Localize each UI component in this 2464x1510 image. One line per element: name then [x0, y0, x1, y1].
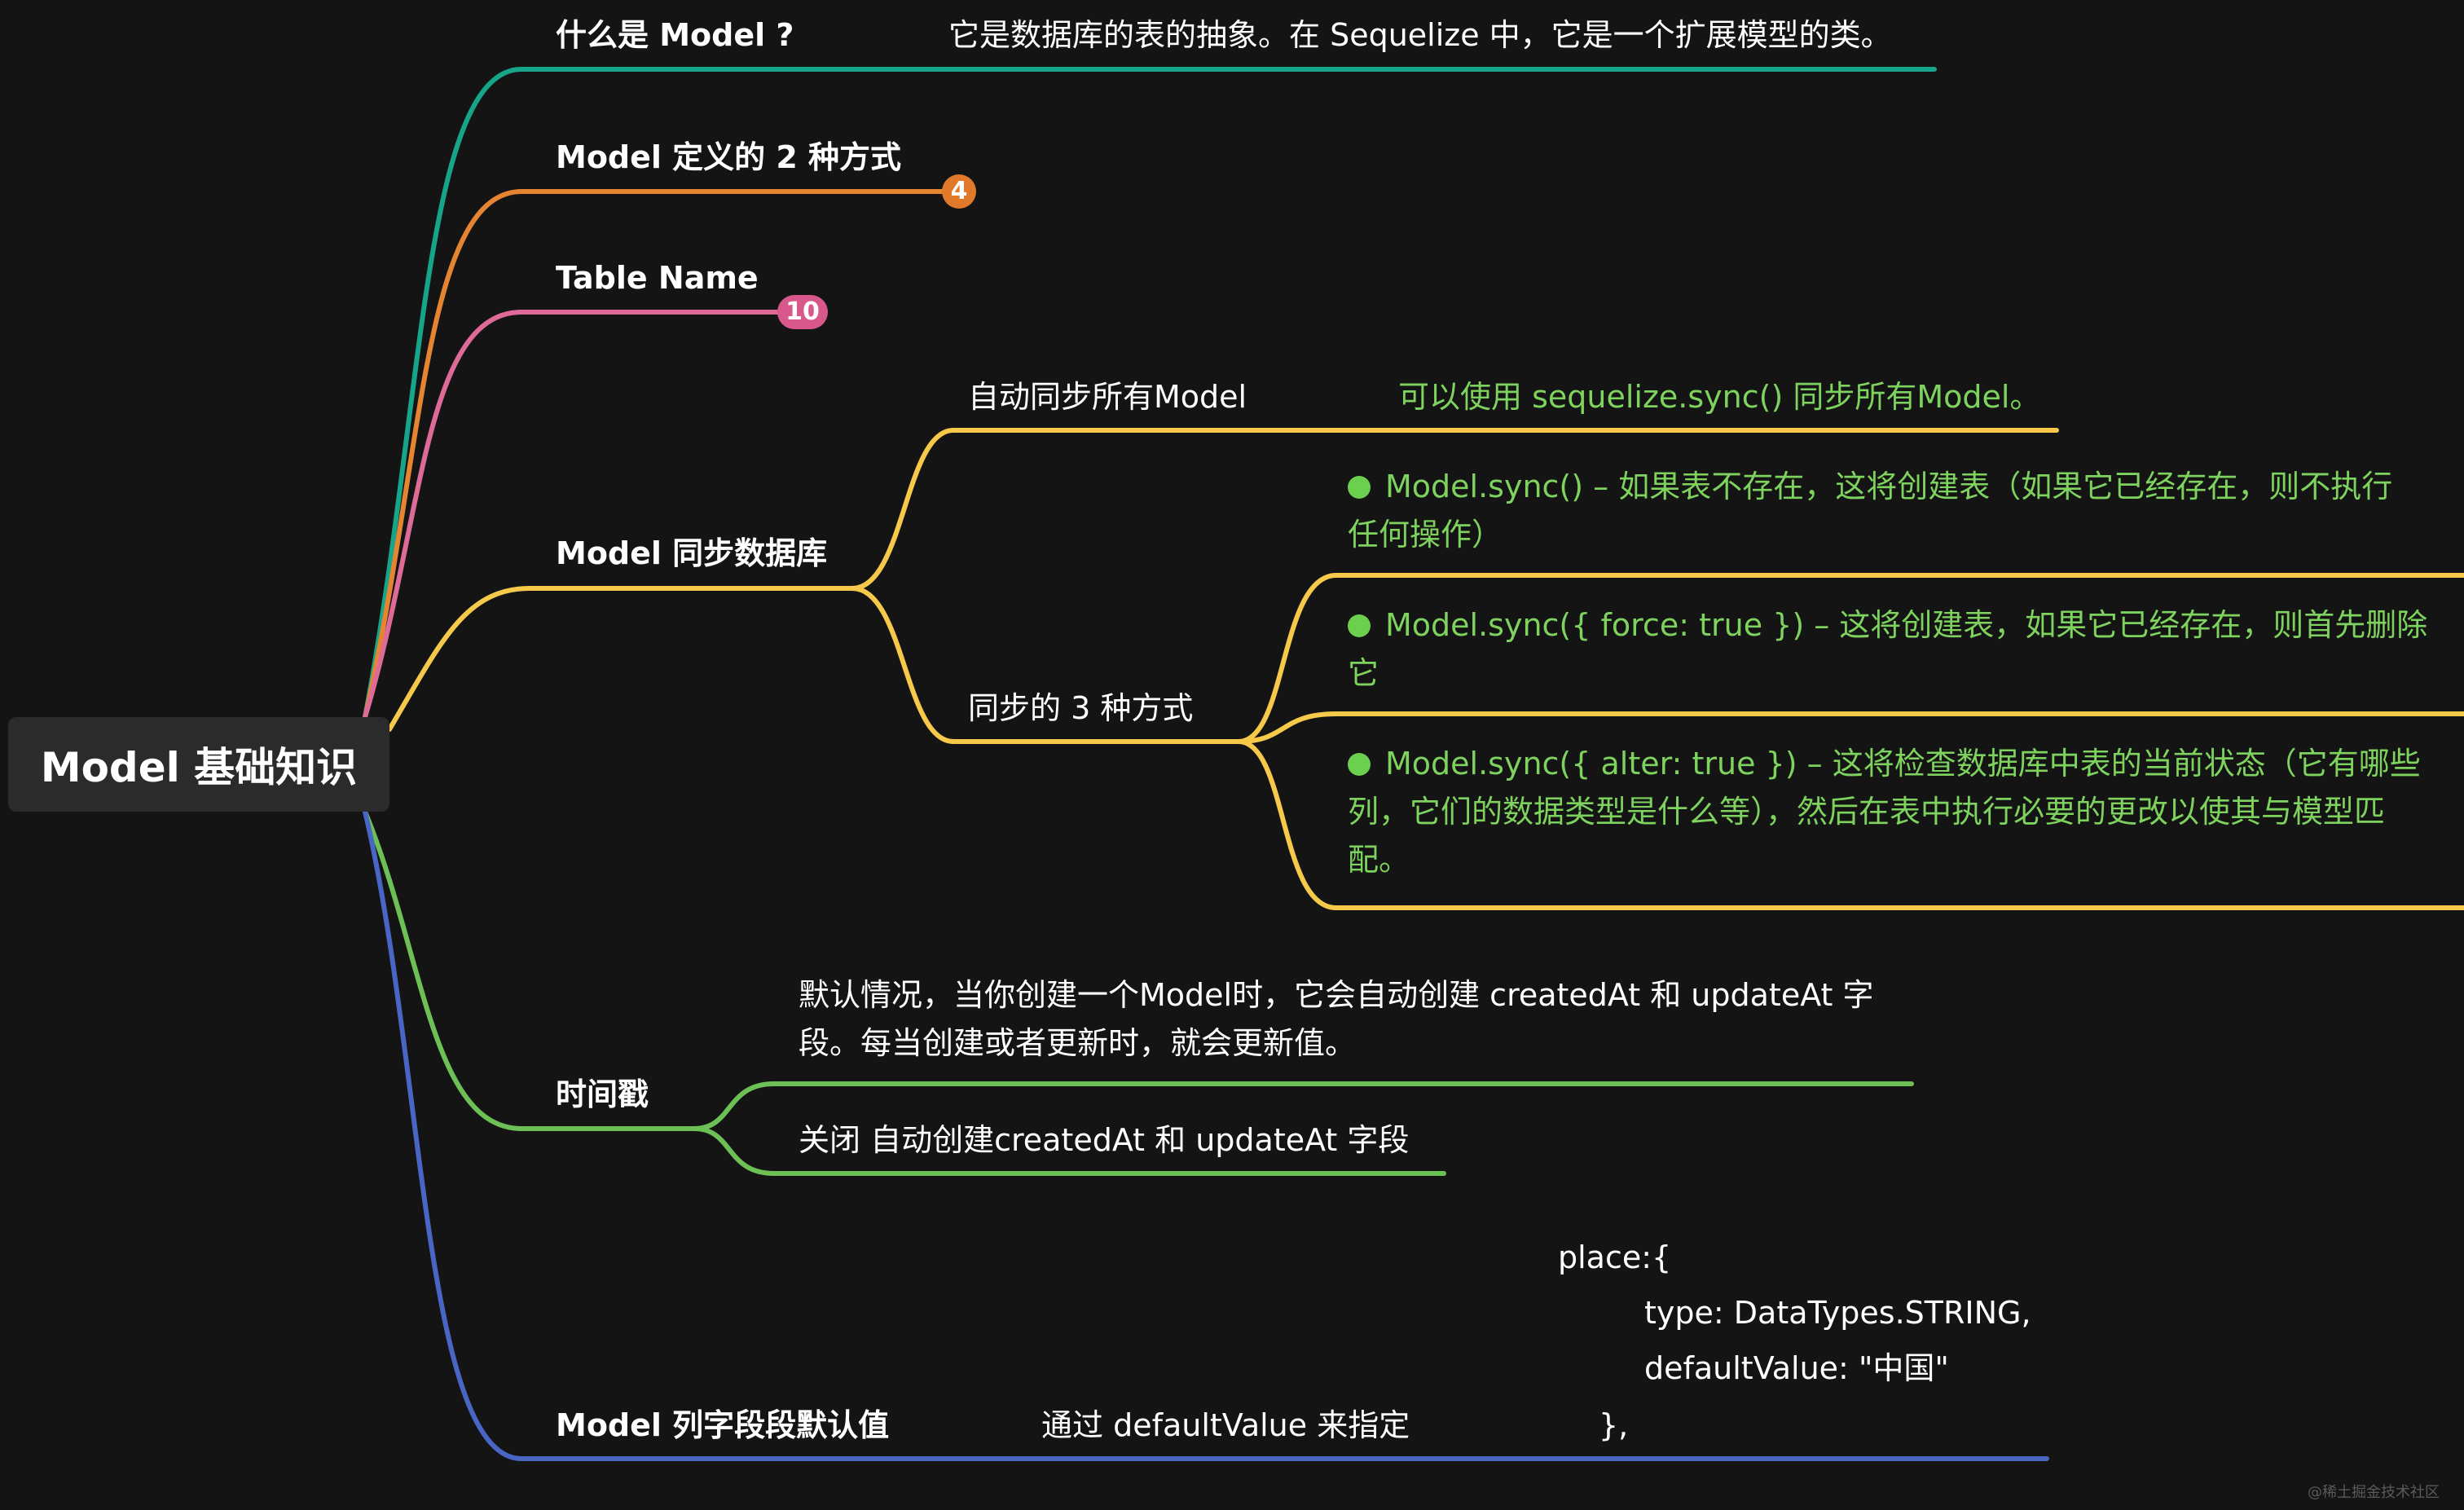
link-sync-item-3 [1236, 739, 2464, 910]
link-what-is [363, 67, 1937, 720]
link-define [363, 189, 962, 720]
node-sync-three-ways[interactable]: 同步的 3 种方式 [968, 690, 1194, 726]
node-sync-auto-desc[interactable]: 可以使用 sequelize.sync() 同步所有Model。 [1398, 379, 2041, 415]
collapsed-count-badge[interactable]: 4 [942, 174, 976, 209]
node-sync-auto[interactable]: 自动同步所有Model [968, 379, 1247, 415]
sync-item-2-line2: 它 [1348, 654, 1379, 691]
bullet-icon [1348, 476, 1371, 499]
sync-item-3[interactable]: Model.sync({ alter: true }) – 这将检查数据库中表的… [1348, 740, 2421, 884]
link-ts-disable [692, 1126, 1446, 1176]
sync-item-1-line2: 任何操作） [1348, 516, 1503, 552]
link-sync-item-2 [1236, 711, 2464, 744]
link-sync-three [850, 586, 1241, 744]
code-line-3: defaultValue: "中国" [1644, 1350, 1949, 1386]
node-what-is-model[interactable]: 什么是 Model ? [556, 17, 794, 53]
ts-default-line2: 段。每当创建或者更新时，就会更新值。 [799, 1024, 1357, 1061]
root-label: Model 基础知识 [40, 744, 358, 791]
sync-item-3-line1: Model.sync({ alter: true }) – 这将检查数据库中表的… [1385, 746, 2421, 781]
node-default-value[interactable]: Model 列字段段默认值 [556, 1407, 890, 1443]
link-timestamps [363, 809, 697, 1131]
sync-item-3-line2: 列，它们的数据类型是什么等），然后在表中执行必要的更改以使其与模型匹 [1348, 793, 2386, 830]
bullet-icon [1348, 614, 1371, 637]
code-line-1: place:{ [1558, 1239, 1672, 1275]
sync-item-2-line1: Model.sync({ force: true }) – 这将创建表，如果它已… [1385, 607, 2428, 643]
node-sync-database[interactable]: Model 同步数据库 [556, 535, 828, 571]
link-sync [387, 586, 855, 732]
sync-item-1-line1: Model.sync() – 如果表不存在，这将创建表（如果它已经存在，则不执行 [1385, 469, 2393, 504]
code-line-2: type: DataTypes.STRING, [1644, 1295, 2031, 1331]
link-default-value [363, 809, 2049, 1461]
watermark: @稀土掘金技术社区 [2308, 1484, 2440, 1501]
link-sync-item-1 [1236, 573, 2464, 744]
node-ts-disable[interactable]: 关闭 自动创建createdAt 和 updateAt 字段 [799, 1122, 1410, 1158]
node-ts-default[interactable]: 默认情况，当你创建一个Model时，它会自动创建 createdAt 和 upd… [799, 971, 1874, 1068]
sync-item-2[interactable]: Model.sync({ force: true }) – 这将创建表，如果它已… [1348, 601, 2427, 698]
code-line-4: }, [1599, 1407, 1629, 1443]
ts-default-line1: 默认情况，当你创建一个Model时，它会自动创建 createdAt 和 upd… [799, 977, 1874, 1013]
bullet-icon [1348, 753, 1371, 776]
collapsed-count-badge[interactable]: 10 [777, 295, 828, 329]
link-sync-auto [850, 428, 2059, 591]
node-timestamps[interactable]: 时间戳 [556, 1076, 649, 1112]
link-table-name [363, 310, 785, 720]
link-ts-default [692, 1081, 1914, 1131]
sync-item-1[interactable]: Model.sync() – 如果表不存在，这将创建表（如果它已经存在，则不执行… [1348, 463, 2392, 559]
node-what-is-desc[interactable]: 它是数据库的表的抽象。在 Sequelize 中，它是一个扩展模型的类。 [948, 17, 1892, 53]
node-default-value-desc[interactable]: 通过 defaultValue 来指定 [1041, 1407, 1410, 1443]
sync-item-3-line3: 配。 [1348, 841, 1410, 878]
node-table-name[interactable]: Table Name [556, 260, 759, 296]
root-node[interactable]: Model 基础知识 [8, 717, 389, 812]
node-define-ways[interactable]: Model 定义的 2 种方式 [556, 139, 902, 175]
